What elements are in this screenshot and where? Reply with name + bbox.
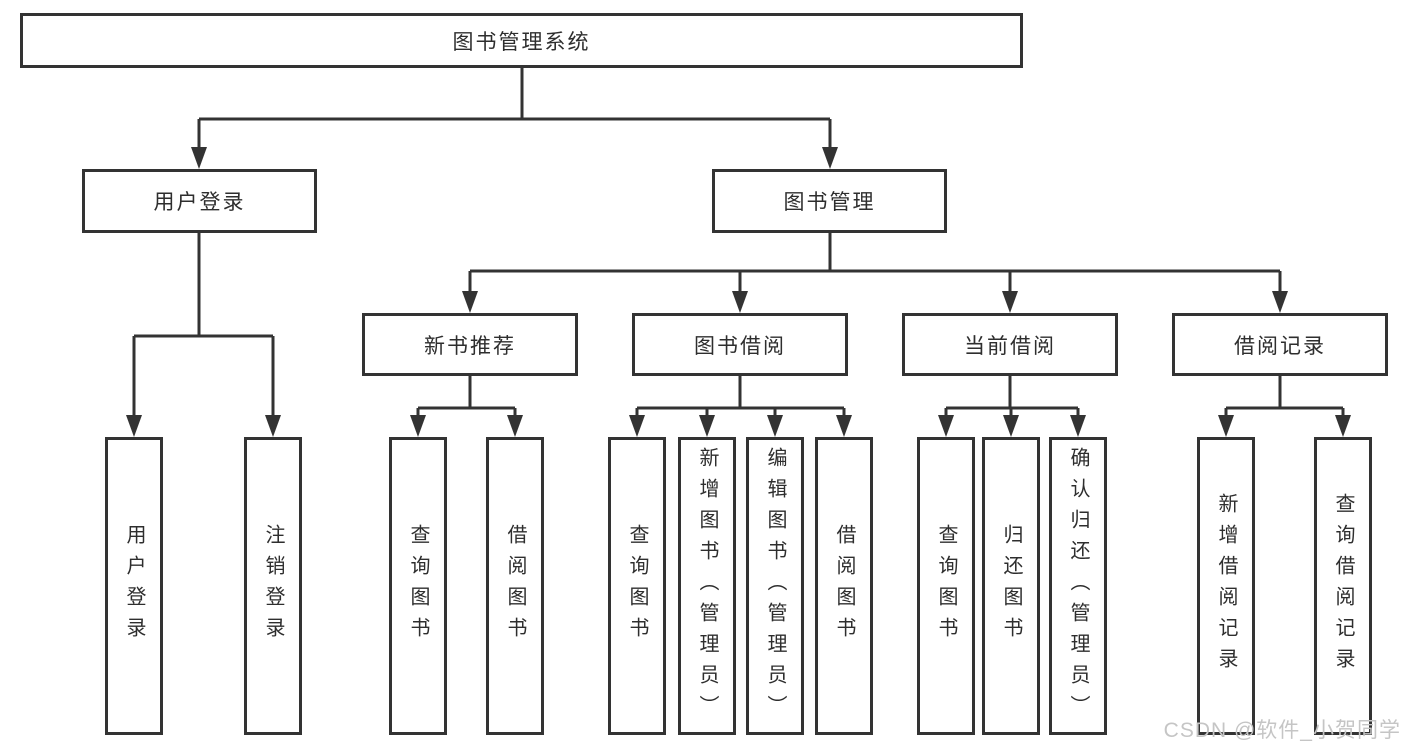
node-current-borrowing: 当前借阅 xyxy=(902,313,1118,376)
node-book-management: 图书管理 xyxy=(712,169,947,233)
leaf-records-add-borrow-record: 新增借阅记录 xyxy=(1197,437,1255,735)
leaf-current-query-books: 查询图书 xyxy=(917,437,975,735)
node-borrowing-records: 借阅记录 xyxy=(1172,313,1388,376)
leaf-current-confirm-return-admin: 确认归还（管理员） xyxy=(1049,437,1107,735)
leaf-user-login: 用户登录 xyxy=(105,437,163,735)
leaf-borrowing-borrow-books: 借阅图书 xyxy=(815,437,873,735)
node-book-borrowing: 图书借阅 xyxy=(632,313,848,376)
leaf-logout: 注销登录 xyxy=(244,437,302,735)
node-new-book-recommendation: 新书推荐 xyxy=(362,313,578,376)
leaf-borrowing-edit-books-admin: 编辑图书（管理员） xyxy=(746,437,804,735)
leaf-recommend-query-books: 查询图书 xyxy=(389,437,447,735)
leaf-recommend-borrow-books: 借阅图书 xyxy=(486,437,544,735)
leaf-records-query-borrow-record: 查询借阅记录 xyxy=(1314,437,1372,735)
leaf-borrowing-add-books-admin: 新增图书（管理员） xyxy=(678,437,736,735)
node-user-login: 用户登录 xyxy=(82,169,317,233)
node-library-management-system: 图书管理系统 xyxy=(20,13,1023,68)
csdn-watermark: CSDN @软件_小贺同学 xyxy=(1163,719,1401,742)
leaf-current-return-books: 归还图书 xyxy=(982,437,1040,735)
leaf-borrowing-query-books: 查询图书 xyxy=(608,437,666,735)
